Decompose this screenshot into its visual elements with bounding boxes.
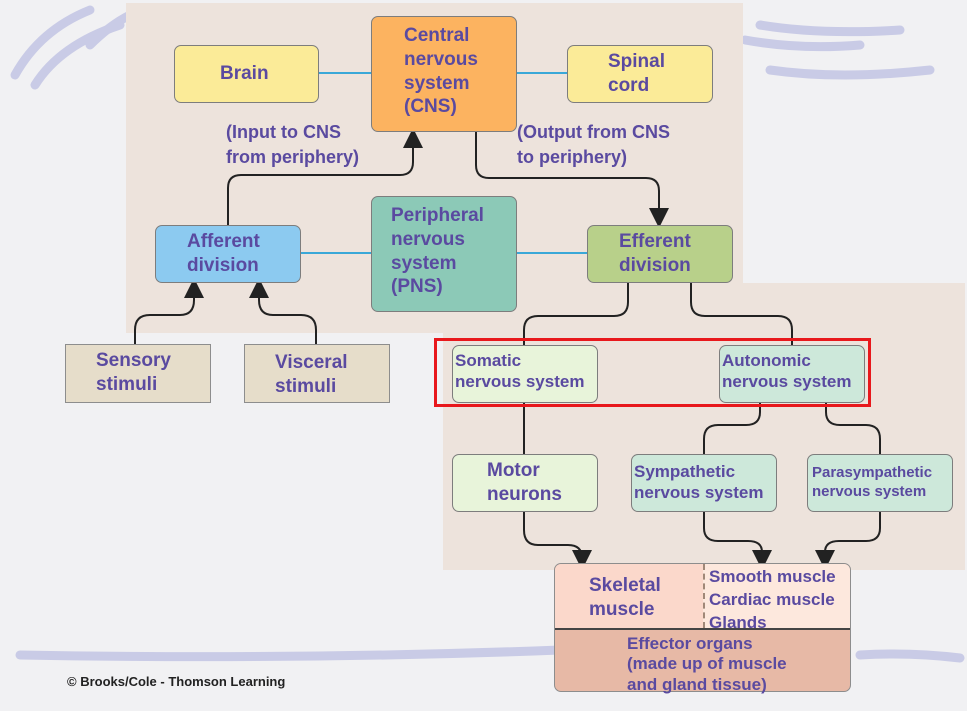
smooth-muscle-cell: Smooth muscle Cardiac muscle Glands (703, 564, 850, 632)
skeletal-label: Skeletal muscle (589, 575, 661, 620)
parasympathetic-label: Parasympathetic nervous system (812, 464, 933, 500)
highlight-box (434, 338, 871, 407)
sensory-stimuli-node: Sensory stimuli (65, 344, 211, 403)
spinal-cord-label: Spinal cord (608, 51, 666, 96)
sensory-label: Sensory stimuli (96, 350, 171, 395)
effector-label: Effector organs (made up of muscle and g… (627, 634, 787, 694)
brain-label: Brain (220, 63, 269, 84)
efferent-division-node: Efferent division (587, 225, 733, 283)
efferent-label: Efferent division (619, 231, 691, 276)
cns-node: Central nervous system (CNS) (371, 16, 517, 132)
autonomic-label: Autonomic nervous system (722, 351, 852, 392)
somatic-nervous-system-node: Somatic nervous system (452, 345, 598, 403)
spinal-cord-node: Spinal cord (567, 45, 713, 103)
pns-label: Peripheral nervous system (PNS) (391, 205, 484, 298)
pns-node: Peripheral nervous system (PNS) (371, 196, 517, 312)
afferent-label: Afferent division (187, 231, 260, 276)
sympathetic-nervous-system-node: Sympathetic nervous system (631, 454, 777, 512)
smooth-label: Smooth muscle Cardiac muscle Glands (709, 567, 836, 632)
somatic-label: Somatic nervous system (455, 351, 585, 392)
skeletal-muscle-cell: Skeletal muscle (555, 564, 703, 628)
sympathetic-label: Sympathetic nervous system (634, 462, 764, 503)
visceral-label: Visceral stimuli (275, 352, 348, 397)
visceral-stimuli-node: Visceral stimuli (244, 344, 390, 403)
input-annotation: (Input to CNS from periphery) (226, 122, 360, 168)
copyright-text: © Brooks/Cole - Thomson Learning (67, 674, 286, 689)
cns-label: Central nervous system (CNS) (404, 25, 478, 118)
motor-label: Motor neurons (487, 460, 562, 505)
output-annotation: (Output from CNS to periphery) (517, 122, 670, 168)
brain-node: Brain (174, 45, 319, 103)
effector-organs-description: Effector organs (made up of muscle and g… (627, 634, 787, 695)
effector-organs-node: Skeletal muscle Smooth muscle Cardiac mu… (554, 563, 851, 695)
effector-divider (555, 628, 850, 630)
parasympathetic-nervous-system-node: Parasympathetic nervous system (807, 454, 953, 512)
autonomic-nervous-system-node: Autonomic nervous system (719, 345, 865, 403)
afferent-division-node: Afferent division (155, 225, 301, 283)
motor-neurons-node: Motor neurons (452, 454, 598, 512)
